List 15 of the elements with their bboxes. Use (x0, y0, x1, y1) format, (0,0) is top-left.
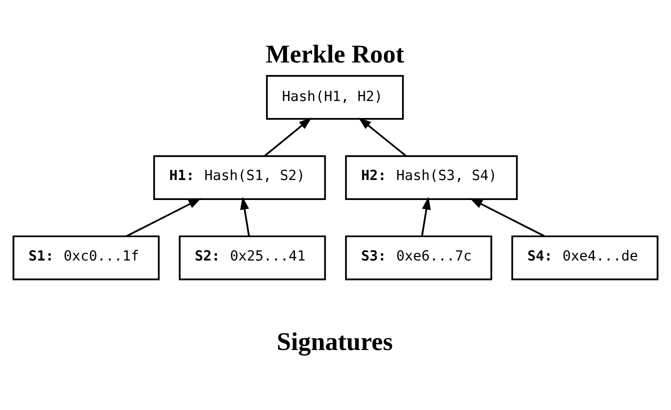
diagram-title: Merkle Root (266, 39, 404, 68)
caption: Signatures (276, 326, 393, 356)
node-box: H2: Hash(S3, S4) (345, 154, 518, 200)
node-box: S3: 0xe6...7c (345, 234, 492, 280)
node-box: Hash(H1, H2) (266, 74, 404, 120)
node-box: H1: Hash(S1, S2) (153, 154, 326, 200)
arrow (470, 198, 545, 236)
arrow (358, 116, 407, 156)
arrow (240, 196, 250, 236)
node-box: S2: 0x25...41 (178, 234, 326, 280)
arrow (264, 116, 312, 156)
node-box: S1: 0xc0...1f (12, 234, 160, 280)
node-box: S4: 0xe4...de (511, 234, 658, 280)
arrow (421, 196, 431, 236)
arrow (126, 198, 202, 236)
